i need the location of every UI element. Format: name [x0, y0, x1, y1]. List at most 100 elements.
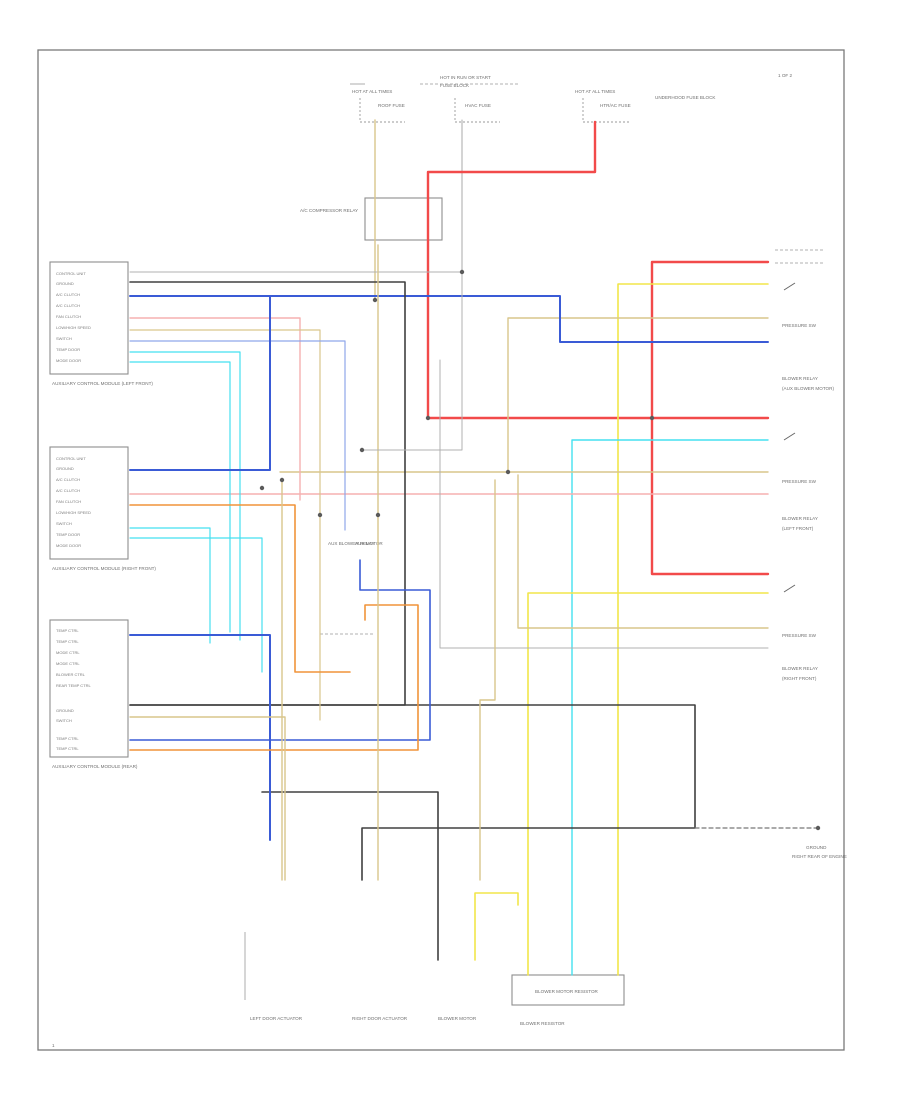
wire-blue-rear: [129, 634, 271, 841]
fuse-label-right: HTR/AC FUSE: [600, 103, 631, 108]
pressure-switch-mid-label: PRESSURE SW: [782, 479, 817, 484]
pin-label: TEMP CTRL: [56, 746, 79, 751]
module-rear-label: AUXILIARY CONTROL MODULE (REAR): [52, 764, 138, 769]
module-left-front: [49, 261, 129, 375]
pin-label: MODE DOOR: [56, 543, 81, 548]
wire-yellow-bot: [527, 592, 769, 976]
module-left-front-pins: CONTROL UNIT GROUND A/C CLUTCH A/C CLUTC…: [56, 271, 91, 363]
pin-label: TEMP DOOR: [56, 532, 80, 537]
switch-contact: [783, 432, 796, 441]
hot-label-left: HOT AT ALL TIMES: [352, 89, 392, 94]
module-right-front-label: AUXILIARY CONTROL MODULE (RIGHT FRONT): [52, 566, 156, 571]
wire-tan-pressure: [507, 317, 769, 473]
relay-bot-label: BLOWER RELAY: [782, 666, 818, 671]
wire-tan-bot: [517, 474, 769, 629]
wire-junction: [459, 269, 465, 275]
wire-lb-top: [129, 340, 346, 531]
pin-label: TEMP CTRL: [56, 736, 79, 741]
right-side-labels: BLOWER RELAY (AUX BLOWER MOTOR) PRESSURE…: [782, 323, 847, 859]
pin-label: GROUND: [56, 708, 74, 713]
wire-cyan-top1: [129, 351, 241, 641]
pin-label: SWITCH: [56, 521, 72, 526]
blower-motor-label: BLOWER MOTOR: [438, 1016, 477, 1021]
fuse-block-title: HOT IN RUN OR START: [440, 75, 491, 80]
compressor-relay-box: [364, 197, 443, 241]
wire-cyan-right: [571, 439, 769, 976]
pin-label: A/C CLUTCH: [56, 303, 80, 308]
switch-contact: [783, 282, 796, 291]
pin-label: GROUND: [56, 466, 74, 471]
fuse-label-mid: HVAC FUSE: [465, 103, 491, 108]
wire-gray-right: [361, 271, 463, 451]
wire-tan-loop: [479, 479, 496, 881]
pin-label: A/C CLUTCH: [56, 488, 80, 493]
wire-red-main: [426, 120, 770, 420]
wire-junction: [505, 469, 511, 475]
switch-contact: [783, 584, 796, 593]
wire-orange-rear: [129, 604, 419, 751]
fuse-label-left: ROOF FUSE: [378, 103, 405, 108]
pin-label: FAN CLUTCH: [56, 499, 81, 504]
fuse-right: [582, 98, 630, 123]
pin-label: LOW/HIGH SPEED: [56, 510, 91, 515]
pin-label: CONTROL UNIT: [56, 456, 86, 461]
blower-resistor-box-label: BLOWER MOTOR RESISTOR: [535, 989, 599, 994]
wire-junction: [372, 297, 378, 303]
pin-label: SWITCH: [56, 718, 72, 723]
pin-label: SWITCH: [56, 336, 72, 341]
aux-motor-relay-label: AUX BLOWER RELAY: [328, 541, 375, 546]
wire-tan-rear: [129, 716, 286, 881]
compressor-relay-label: A/C COMPRESSOR RELAY: [300, 208, 358, 213]
wire-yellow-bottom: [474, 892, 519, 961]
blower-resistor-box: [511, 974, 625, 1006]
pressure-switch-bot-label: PRESSURE SW: [782, 633, 817, 638]
wire-junction: [317, 512, 323, 518]
wire-cyan-mid2: [129, 537, 263, 673]
module-left-front-label: AUXILIARY CONTROL MODULE (LEFT FRONT): [52, 381, 153, 386]
fuse-left: [359, 98, 405, 123]
aux-motor-label: AUX MOTOR: [355, 541, 383, 546]
relay-mid-label: BLOWER RELAY: [782, 516, 818, 521]
pin-label: FAN CLUTCH: [56, 314, 81, 319]
module-right-front: [49, 446, 129, 560]
wire-blue-rear2: [129, 559, 431, 741]
pin-label: A/C CLUTCH: [56, 292, 80, 297]
pin-label: TEMP CTRL: [56, 639, 79, 644]
left-door-actuator-label: LEFT DOOR ACTUATOR: [250, 1016, 303, 1021]
fuse-mid: [454, 98, 500, 123]
module-rear-pins: TEMP CTRL TEMP CTRL MODE CTRL MODE CTRL …: [56, 628, 92, 751]
pin-label: LOW/HIGH SPEED: [56, 325, 91, 330]
pin-label: BLOWER CTRL: [56, 672, 86, 677]
pin-label: A/C CLUTCH: [56, 477, 80, 482]
module-rear: [49, 619, 129, 758]
pin-label: TEMP DOOR: [56, 347, 80, 352]
wire-black-bottom: [261, 791, 439, 961]
ground-label: GROUND: [806, 845, 827, 850]
pin-label: TEMP CTRL: [56, 628, 79, 633]
wire-pink-top: [129, 317, 301, 501]
wire-orange-mid: [129, 504, 351, 673]
wire-blue-mid: [129, 295, 271, 471]
diagram-frame: [37, 49, 845, 1051]
ground-note: RIGHT REAR OF ENGINE: [792, 854, 847, 859]
pin-label: MODE CTRL: [56, 661, 80, 666]
hot-label-right: HOT AT ALL TIMES: [575, 89, 615, 94]
wire-junction: [815, 825, 821, 831]
wire-cyan-mid1: [129, 527, 211, 644]
right-switches: [775, 249, 825, 593]
wire-cyan-top2: [129, 361, 231, 633]
aux-motor-relay: AUX BLOWER RELAY AUX MOTOR: [320, 541, 383, 635]
pin-label: CONTROL UNIT: [56, 271, 86, 276]
wire-junction: [649, 415, 655, 421]
wire-junction: [425, 415, 431, 421]
wire-blue-top: [129, 295, 769, 343]
pin-label: REAR TEMP CTRL: [56, 683, 92, 688]
relay-top-label: BLOWER RELAY: [782, 376, 818, 381]
relay-mid-note: (LEFT FRONT): [782, 526, 814, 531]
wire-junction: [259, 485, 265, 491]
pin-label: MODE CTRL: [56, 650, 80, 655]
wire-group: [129, 119, 819, 976]
wire-yellow-top: [617, 283, 769, 976]
wire-junction: [279, 477, 285, 483]
